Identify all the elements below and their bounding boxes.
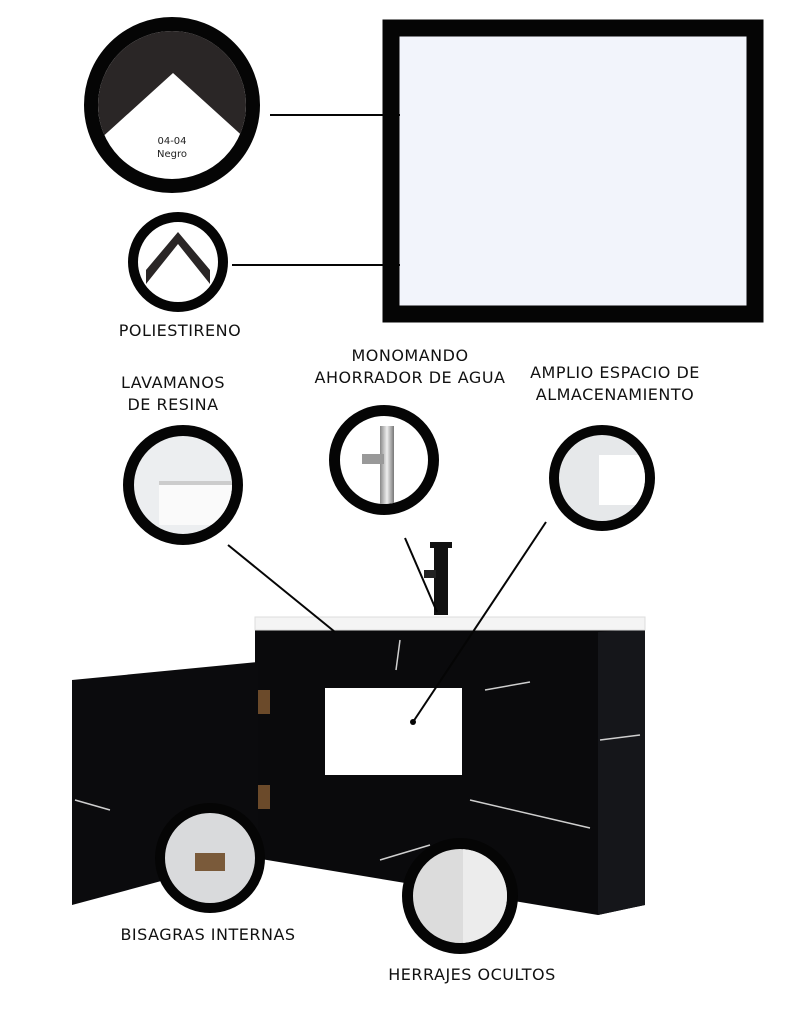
open-storage-space (325, 688, 462, 775)
color-swatch-circle: 04-04 Negro (84, 17, 260, 193)
hardware-detail-circle (402, 838, 518, 954)
storage-label-line1: AMPLIO ESPACIO DE (530, 363, 700, 382)
resin-sink-top (254, 616, 646, 631)
frame-profile-icon (146, 232, 210, 284)
swatch-code: 04-04 (157, 136, 187, 147)
mirror-frame (382, 19, 764, 323)
sink-detail-circle (123, 425, 243, 545)
faucet-icon (424, 542, 452, 615)
faucet-label: MONOMANDO AHORRADOR DE AGUA (290, 345, 530, 389)
sink-label-line2: DE RESINA (127, 395, 219, 414)
frame-corner-icon (98, 31, 246, 141)
sink-label: LAVAMANOS DE RESINA (83, 372, 263, 416)
faucet-label-line2: AHORRADOR DE AGUA (314, 368, 506, 387)
storage-detail-circle (549, 425, 655, 531)
swatch-color-name: Negro (157, 149, 187, 160)
faucet-label-line1: MONOMANDO (351, 346, 469, 365)
frame-profile-circle (128, 212, 228, 312)
hardware-label: HERRAJES OCULTOS (388, 965, 556, 984)
hinges-detail-circle (155, 803, 265, 913)
storage-label: AMPLIO ESPACIO DE ALMACENAMIENTO (505, 362, 725, 406)
faucet-detail-circle (329, 405, 439, 515)
storage-label-line2: ALMACENAMIENTO (535, 385, 695, 404)
frame-material-label: POLIESTIRENO (118, 321, 242, 340)
sink-label-line1: LAVAMANOS (120, 373, 226, 392)
hinge-bottom (258, 785, 270, 809)
hinge-top (258, 690, 270, 714)
connector-lines (227, 114, 547, 723)
hinges-label: BISAGRAS INTERNAS (120, 925, 296, 944)
